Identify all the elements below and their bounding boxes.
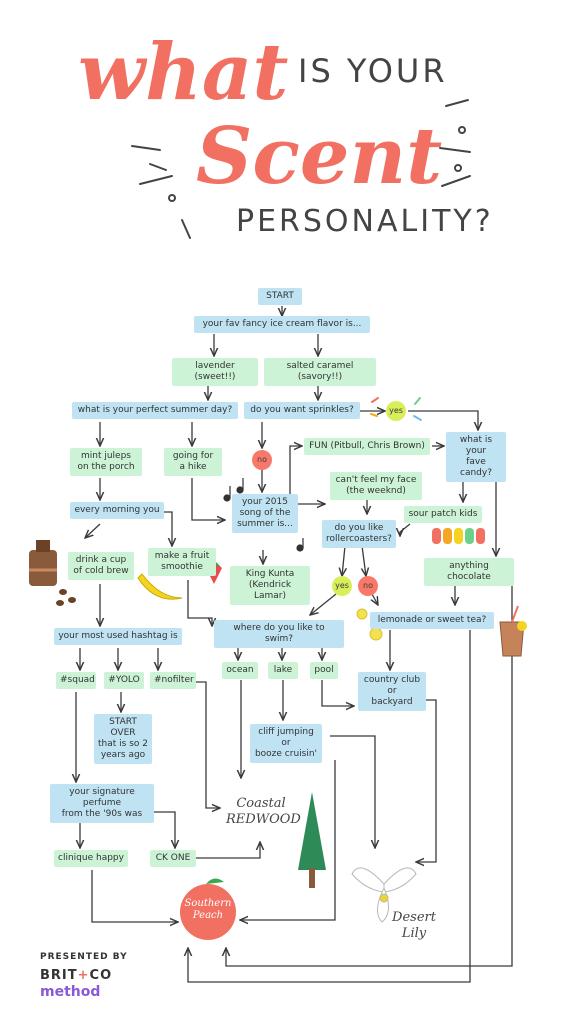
brit-co-logo-co: CO xyxy=(89,968,113,983)
music-notes-icon xyxy=(223,478,304,552)
answer-fun: FUN (Pitbull, Chris Brown) xyxy=(304,438,430,455)
result-start-over: START OVER that is so 2 years ago xyxy=(94,714,152,764)
question-song: your 2015 song of the summer is... xyxy=(232,494,298,533)
answer-mint-juleps: mint juleps on the porch xyxy=(70,448,142,476)
answer-yes-rollercoasters: yes xyxy=(332,576,352,596)
sprinkles-icon xyxy=(370,397,422,421)
answer-sour-patch: sour patch kids xyxy=(404,506,482,523)
coffee-bag-icon xyxy=(29,540,57,586)
answer-cant-feel-my-face: can't feel my face (the weeknd) xyxy=(330,472,422,500)
question-candy: what is your fave candy? xyxy=(446,432,506,482)
question-perfume: your signature perfume from the '90s was xyxy=(50,784,154,823)
result-coastal-redwood: Coastal REDWOOD xyxy=(226,796,301,827)
iced-tea-icon xyxy=(499,605,527,657)
answer-cold-brew: drink a cup of cold brew xyxy=(68,552,134,580)
answer-cliff-jumping: cliff jumping or booze cruisin' xyxy=(250,724,322,763)
lemon-slices-icon xyxy=(356,608,383,641)
question-icecream: your fav fancy ice cream flavor is... xyxy=(194,316,370,333)
question-morning: every morning you xyxy=(70,502,164,519)
brit-co-logo-brit: BRIT xyxy=(40,968,78,983)
title-scent: Scent xyxy=(196,111,443,202)
answer-nofilter: #nofilter xyxy=(150,672,196,689)
answer-squad: #squad xyxy=(56,672,96,689)
answer-yes-sprinkles: yes xyxy=(386,401,406,421)
result-southern-peach: Southern Peach xyxy=(184,898,232,921)
method-logo: method xyxy=(40,984,101,1000)
title-is-your: IS YOUR xyxy=(298,52,448,90)
answer-ocean: ocean xyxy=(222,662,258,679)
answer-lavender: lavender (sweet!!) xyxy=(172,358,258,386)
presented-by-label: PRESENTED BY xyxy=(40,952,128,962)
answer-king-kunta: King Kunta (Kendrick Lamar) xyxy=(230,566,310,605)
gummy-bears-icon xyxy=(432,528,485,544)
answer-yolo: #YOLO xyxy=(104,672,144,689)
question-summer-day: what is your perfect summer day? xyxy=(72,402,238,419)
question-hashtag: your most used hashtag is xyxy=(54,628,182,645)
redwood-tree-icon xyxy=(298,792,326,888)
brit-co-logo-plus: + xyxy=(77,968,90,983)
banana-icon xyxy=(137,573,183,600)
answer-hike: going for a hike xyxy=(164,448,222,476)
coffee-beans-icon xyxy=(56,589,76,606)
question-rollercoasters: do you like rollercoasters? xyxy=(322,520,396,548)
answer-clinique-happy: clinique happy xyxy=(54,850,128,867)
answer-anything-chocolate: anything chocolate xyxy=(424,558,514,586)
answer-ck-one: CK ONE xyxy=(150,850,196,867)
title-personality: PERSONALITY? xyxy=(236,204,494,239)
answer-lake: lake xyxy=(268,662,298,679)
answer-no-rollercoasters: no xyxy=(358,576,378,596)
answer-no-sprinkles: no xyxy=(252,450,272,470)
question-swim: where do you like to swim? xyxy=(214,620,344,648)
answer-pool: pool xyxy=(310,662,338,679)
lily-flower-icon xyxy=(351,867,417,923)
question-sprinkles: do you want sprinkles? xyxy=(244,402,360,419)
answer-salted-caramel: salted caramel (savory!!) xyxy=(264,358,376,386)
answer-country-club: country club or backyard xyxy=(358,672,426,711)
result-desert-lily: Desert Lily xyxy=(392,910,436,941)
start-node: START xyxy=(258,288,302,305)
answer-fruit-smoothie: make a fruit smoothie xyxy=(148,548,216,576)
peach-icon xyxy=(180,878,236,940)
brit-co-logo: BRIT+CO xyxy=(40,968,112,983)
title-decoration-icon xyxy=(131,99,471,239)
question-lemonade: lemonade or sweet tea? xyxy=(370,612,494,629)
title-what: what xyxy=(78,27,289,118)
